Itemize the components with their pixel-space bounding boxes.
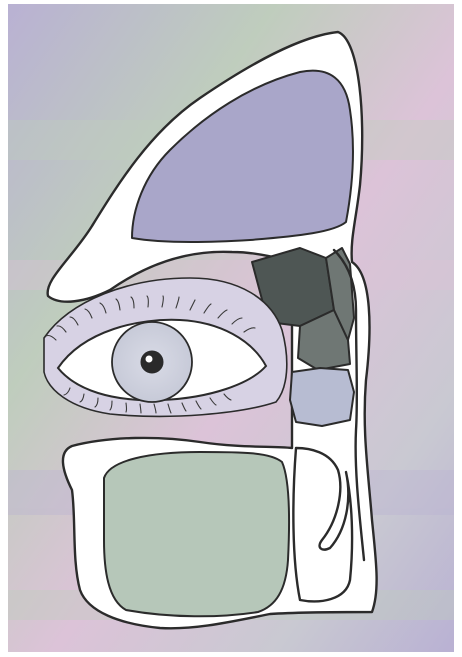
maxillary-sinus xyxy=(104,452,289,616)
eye-pupil xyxy=(141,351,163,373)
sphenoid-sinus xyxy=(290,368,354,426)
eye-highlight xyxy=(146,356,153,363)
